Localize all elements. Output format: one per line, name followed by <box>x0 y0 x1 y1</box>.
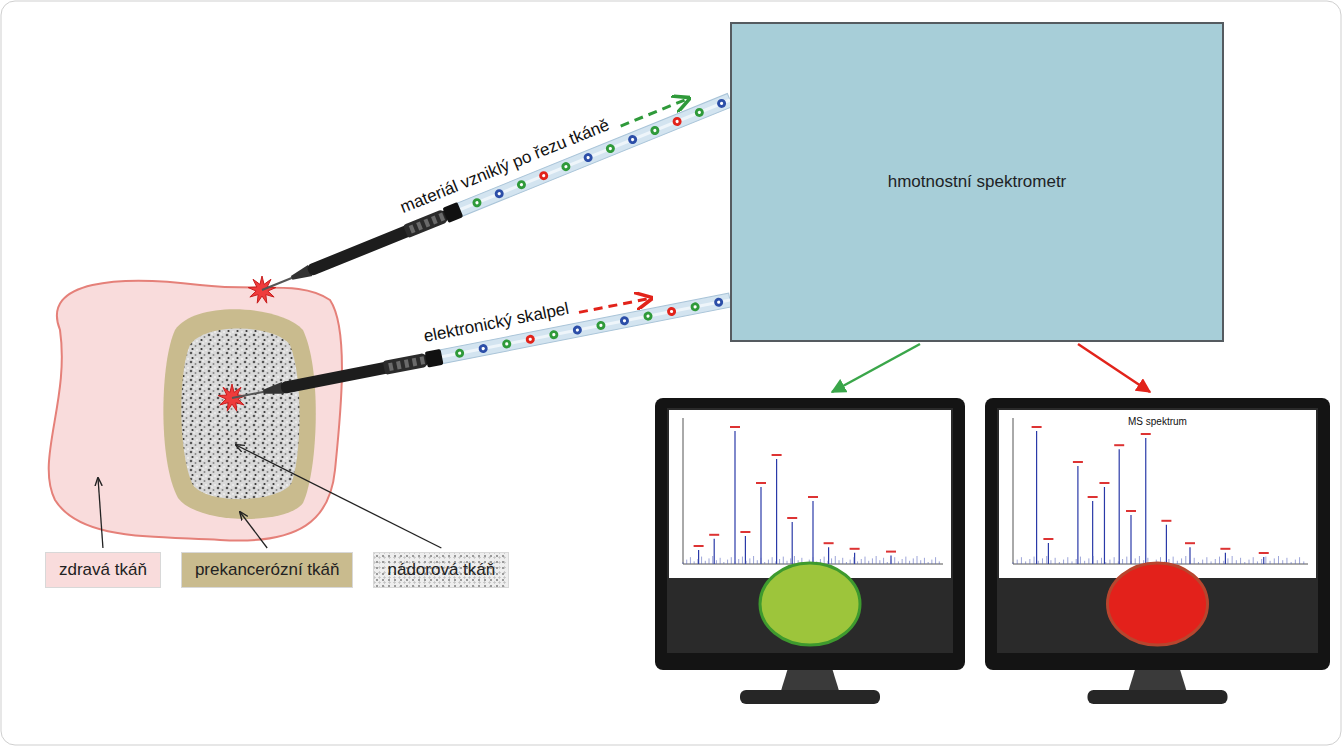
flow-arrow <box>621 99 688 126</box>
tissue-key-box: zdravá tkáň <box>45 552 161 588</box>
electronic-scalpel <box>230 292 731 406</box>
box-label: hmotnostní spektrometr <box>888 172 1067 192</box>
screen-label: MS spektrum <box>1128 416 1187 427</box>
precancerous-tissue <box>163 309 315 519</box>
result-indicator <box>760 563 860 645</box>
leader-arrow <box>98 478 103 548</box>
electronic-scalpel <box>259 93 733 298</box>
result-indicator <box>1108 563 1208 645</box>
healthy-tissue <box>49 281 342 541</box>
monitor <box>655 398 965 704</box>
monitor <box>985 398 1330 704</box>
box-label: nádorová tkáň <box>387 560 495 580</box>
result-arrow <box>832 344 920 392</box>
leader-arrow <box>240 512 267 548</box>
tissue-key-box: nádorová tkáň <box>373 552 509 588</box>
leader-arrow <box>236 445 441 548</box>
box-label: prekancerózní tkáň <box>195 560 340 580</box>
flow-arrow <box>579 298 650 312</box>
spectrometer-box: hmotnostní spektrometr <box>730 22 1224 342</box>
tissue-key-box: prekancerózní tkáň <box>181 552 354 588</box>
box-label: zdravá tkáň <box>59 560 147 580</box>
result-arrow <box>1078 344 1150 392</box>
tumor-tissue <box>181 328 299 499</box>
